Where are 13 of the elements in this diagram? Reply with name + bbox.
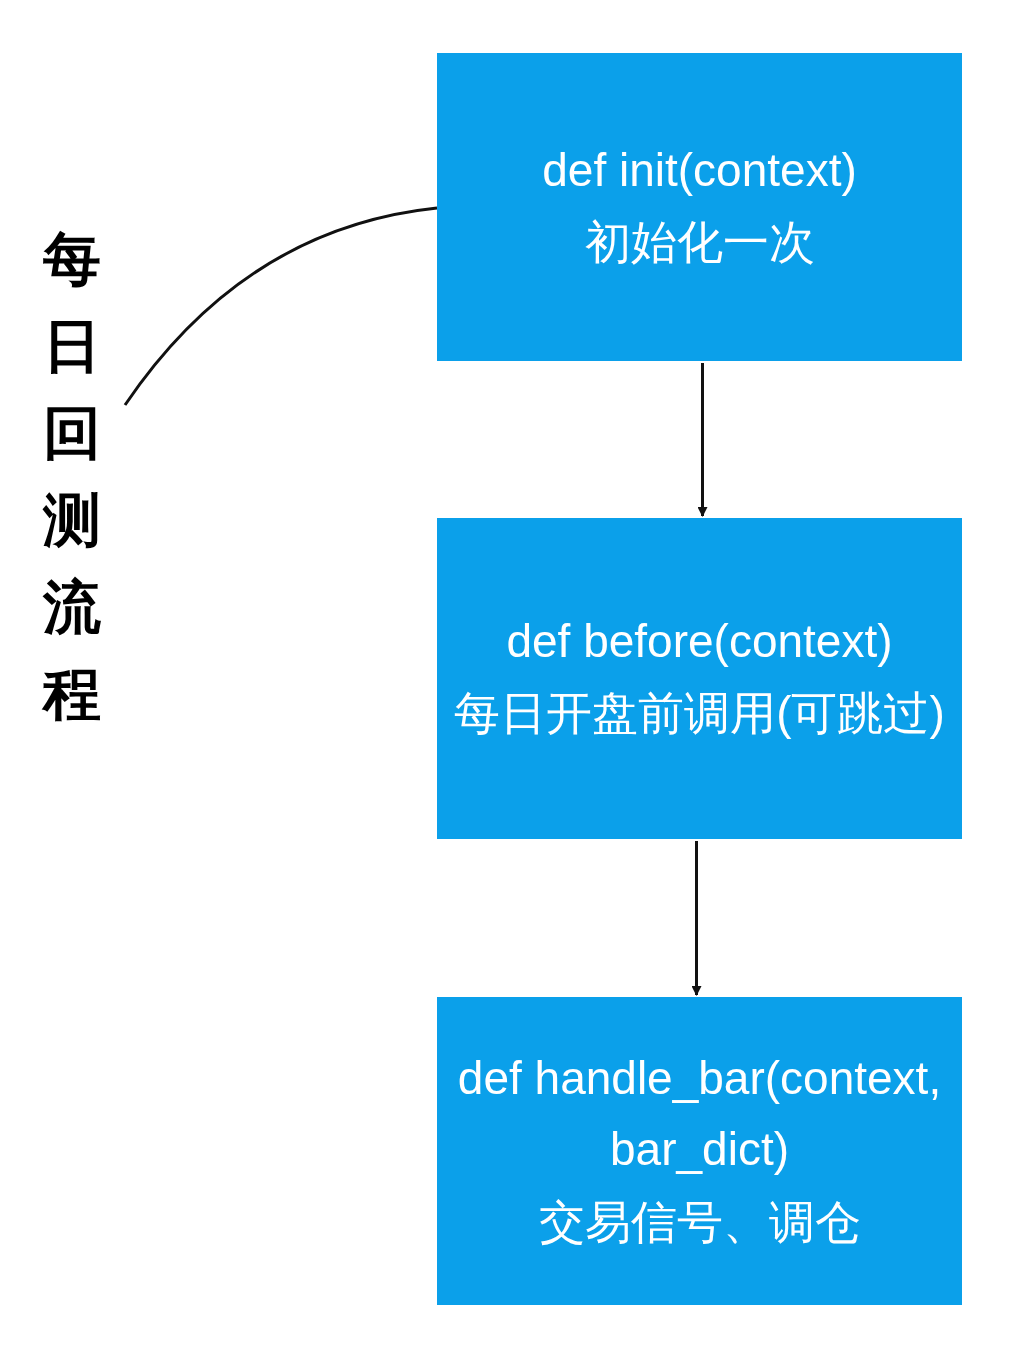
description: 初始化一次 [584,214,815,270]
arrow [697,363,708,517]
process-box [437,518,962,839]
vertical-title: 每日回测流程 [43,225,101,728]
process-box [437,997,962,1305]
curved-connector [123,206,438,406]
function-signature: def init(context) [542,142,857,198]
function-signature: def handle_bar(context,bar_dict) [456,1050,943,1178]
description: 交易信号、调仓 [538,1194,861,1250]
description: 每日开盘前调用(可跳过) [454,686,945,742]
arrow [691,841,702,996]
function-signature: def before(context) [506,614,893,670]
process-box [437,53,962,361]
